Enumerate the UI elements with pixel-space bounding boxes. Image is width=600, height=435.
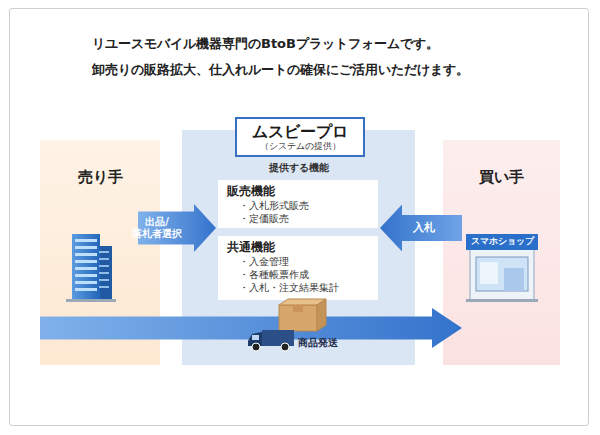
arrow-label: 商品発送 bbox=[288, 337, 348, 349]
shop-sign-text: スマホショップ bbox=[471, 236, 534, 248]
shop-building bbox=[466, 234, 538, 302]
node-heading: 提供する機能 bbox=[182, 161, 415, 175]
node-heading: 売り手 bbox=[40, 168, 160, 187]
function-box: 共通機能・入金管理・各種帳票作成・入札・注文結果集計 bbox=[218, 236, 378, 300]
node-heading: 販売機能 bbox=[227, 184, 378, 199]
platform-title-box: ムスビープロ（システムの提供） bbox=[235, 117, 365, 157]
office-building bbox=[66, 234, 116, 302]
block-arrow bbox=[380, 205, 462, 252]
intro-text: リユースモバイル機器専門のBtoBプラットフォームです。 bbox=[92, 35, 439, 53]
arrow-label: 出品/ 落札者選択 bbox=[126, 216, 188, 240]
intro-text: 卸売りの販路拡大、仕入れルートの確保にご活用いただけます。 bbox=[92, 61, 469, 79]
arrow-label: 入札 bbox=[404, 221, 444, 234]
node-heading: 共通機能 bbox=[227, 240, 378, 255]
node-text: ・各種帳票作成 bbox=[227, 268, 378, 281]
node-text: ・入札形式販売 bbox=[227, 199, 378, 212]
node-text: ・入金管理 bbox=[227, 255, 378, 268]
node-text: ・定価販売 bbox=[227, 212, 378, 225]
node-heading: 買い手 bbox=[443, 168, 560, 187]
block-arrow bbox=[40, 308, 462, 348]
function-box: 販売機能・入札形式販売・定価販売 bbox=[218, 180, 378, 228]
delivery-truck bbox=[248, 299, 326, 351]
node-heading: ムスビープロ bbox=[237, 122, 363, 141]
node-text: （システムの提供） bbox=[237, 141, 363, 152]
node-text: ・入札・注文結果集計 bbox=[227, 281, 378, 294]
buyer-band: 買い手 bbox=[443, 140, 560, 365]
